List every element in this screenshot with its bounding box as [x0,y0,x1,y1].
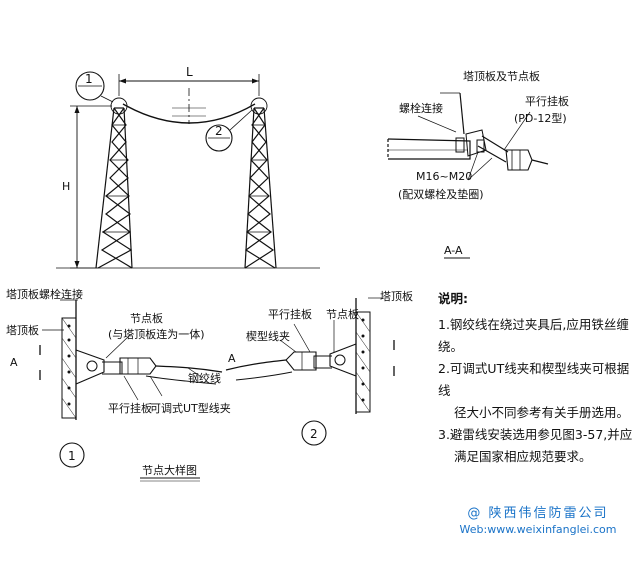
detail1-node-plate: 节点板 [130,311,163,325]
notes-title: 说明: [438,291,468,306]
bolt-spec-note: (配双螺栓及垫圈) [398,187,484,201]
detail2-number: 2 [310,427,318,441]
detail1-section-mark: A [10,356,18,369]
detail-caption: 节点大样图 [142,463,197,477]
parallel-plate-model: (PD-12型) [514,111,567,125]
ground-wire [122,103,256,124]
tower-elevation [56,71,320,269]
detail2-parallel-plate: 平行挂板 [268,307,312,321]
detail2-tower-plate: 塔顶板 [380,289,413,303]
note-item-1: 1.钢绞线在绕过夹具后,应用铁丝缠绕。 [438,317,629,354]
note-item-3b: 满足国家相应规范要求。 [454,449,592,464]
detail2-wedge-clamp: 楔型线夹 [246,329,290,343]
parallel-plate-label: 平行挂板 [525,94,569,108]
note-item-2a: 2.可调式UT线夹和楔型线夹可根据线 [438,361,630,398]
span-label: L [186,65,193,79]
detail2-node-plate: 节点板 [326,307,359,321]
watermark: @ 陕西伟信防雷公司 Web:www.weixinfanglei.com [440,502,636,536]
detail1-ut-clamp: 可调式UT型线夹 [150,401,231,415]
detail1-steel-strand: 钢绞线 [188,371,221,385]
note-item-2b: 径大小不同参考有关手册选用。 [454,405,630,420]
notes-block: 说明: 1.钢绞线在绕过夹具后,应用铁丝缠绕。 2.可调式UT线夹和楔型线夹可根… [438,288,634,468]
detail1-tower-plate: 塔顶板 [6,323,39,337]
right-tower [244,107,277,269]
bolt-spec: M16~M20 [416,170,472,183]
callout-1-number: 1 [85,72,93,86]
watermark-company: @ 陕西伟信防雷公司 [467,506,609,521]
callout-2-number: 2 [215,124,223,138]
detail1-node-plate-note: (与塔顶板连为一体) [108,327,205,341]
watermark-url: Web:www.weixinfanglei.com [459,523,617,536]
detail2-section-mark: A [228,352,236,365]
left-tower [95,107,133,269]
detail1-tower-plate-bolt: 塔顶板螺栓连接 [6,287,83,301]
detail1-parallel-plate: 平行挂板 [108,401,152,415]
detail1-number: 1 [68,449,76,463]
height-label: H [62,180,70,193]
note-item-3a: 3.避雷线安装选用参见图3-57,并应 [438,427,633,442]
section-a-a [387,92,549,259]
tower-plate-node-plate-label: 塔顶板及节点板 [463,69,540,83]
detail-2 [225,297,395,446]
section-a-a-label: A-A [444,244,463,257]
bolt-connection-label: 螺栓连接 [399,101,443,115]
detail-1 [39,299,223,482]
